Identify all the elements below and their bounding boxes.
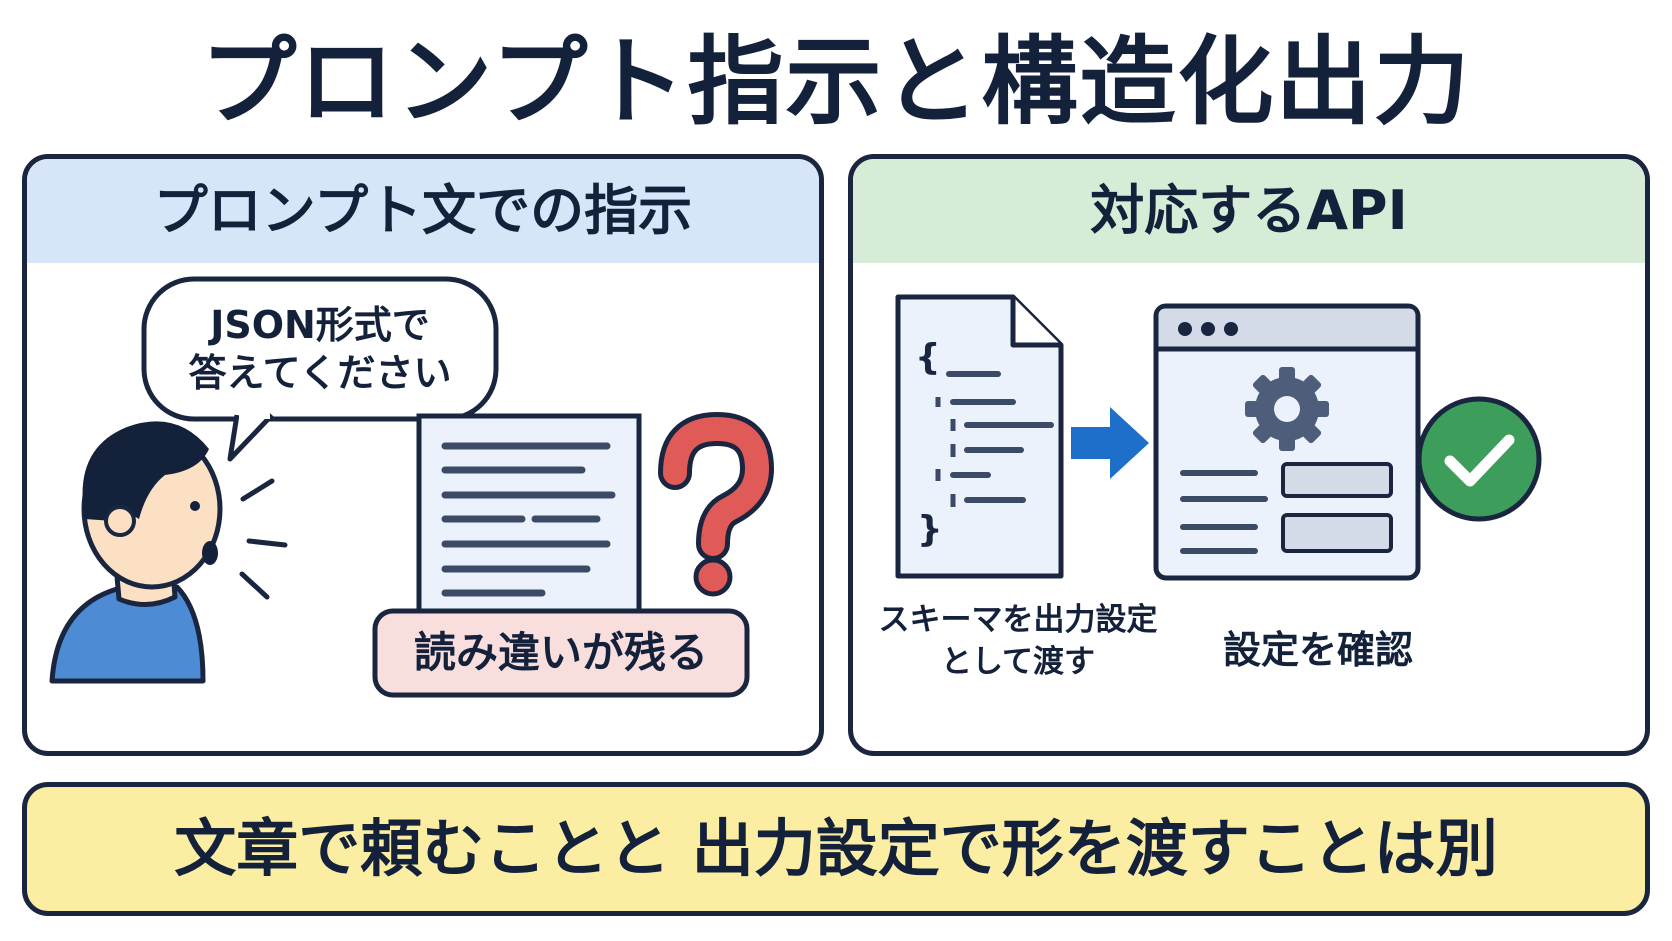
person-icon <box>49 421 288 684</box>
speech-line-1: JSON形式で <box>210 303 430 347</box>
speech-text: JSON形式で 答えてください <box>144 279 496 419</box>
document-icon <box>416 413 642 629</box>
speech-line-2: 答えてください <box>188 351 452 395</box>
check-circle-icon <box>1416 396 1542 522</box>
schema-caption-line-2: として渡す <box>940 644 1096 680</box>
warning-box <box>372 608 750 698</box>
json-file-icon: { } <box>895 294 1064 579</box>
schema-caption: スキーマを出力設定 として渡す <box>853 599 1183 683</box>
question-mark-icon <box>658 412 774 597</box>
config-caption: 設定を確認 <box>1222 628 1413 672</box>
api-panel-heading: 対応するAPI <box>853 159 1645 263</box>
page-title: プロンプト指示と構造化出力 <box>200 26 1472 138</box>
arrow-right-icon <box>1071 407 1149 479</box>
prompt-instruction-panel: プロンプト文での指示 <box>22 154 824 756</box>
schema-caption-line-1: スキーマを出力設定 <box>878 602 1158 638</box>
speech-bubble <box>141 276 499 462</box>
gear-icon <box>1245 367 1329 451</box>
api-illustration: { } <box>895 294 1542 581</box>
prompt-panel-heading: プロンプト文での指示 <box>27 159 819 263</box>
misreading-label: 読み違いが残る <box>413 628 708 677</box>
prompt-illustration <box>49 276 774 698</box>
api-panel: 対応するAPI { } <box>848 154 1650 756</box>
brace-close: } <box>917 509 943 550</box>
brace-open: { <box>915 337 941 378</box>
summary-banner: 文章で頼むことと 出力設定で形を渡すことは別 <box>22 782 1650 916</box>
